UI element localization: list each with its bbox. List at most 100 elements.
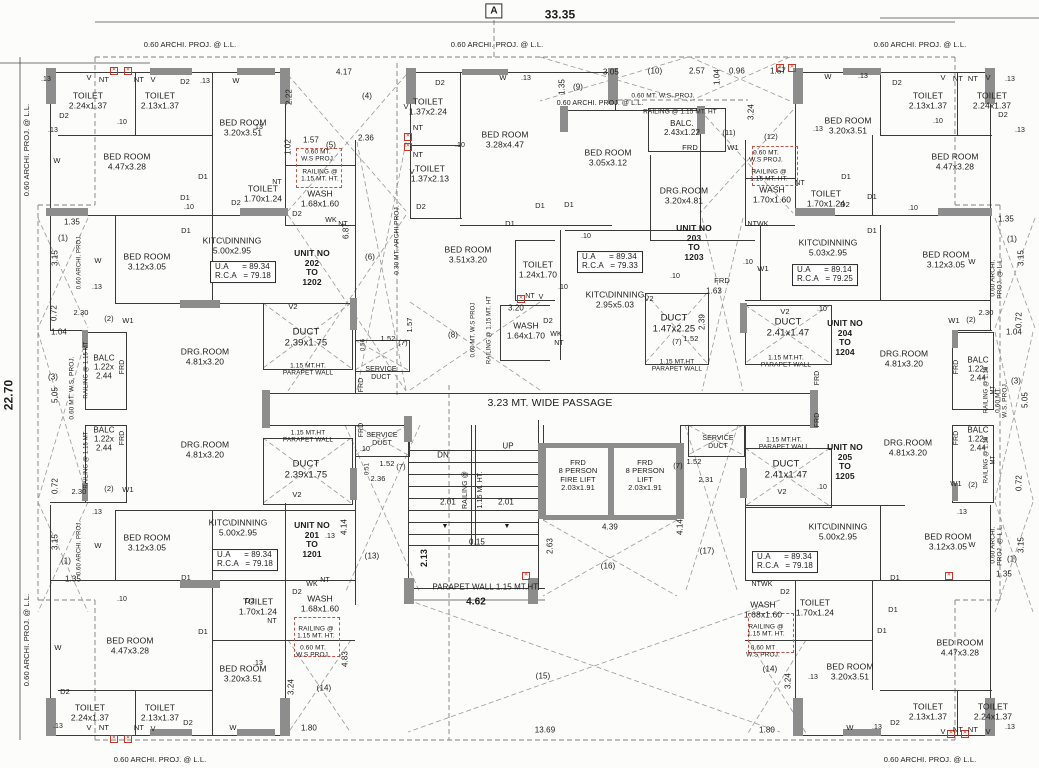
plan-label: .10	[116, 119, 128, 127]
plan-label: 1.63	[706, 286, 722, 296]
plan-label: D2	[892, 77, 902, 87]
wall-segment	[990, 505, 992, 735]
plan-label: TOILET 1.24x1.70	[518, 259, 558, 279]
plan-label: SERVICE DUCT	[702, 435, 734, 450]
plan-label: W	[94, 540, 102, 550]
wall-segment	[650, 240, 755, 242]
plan-label: 1.04	[1006, 327, 1022, 337]
wall-segment	[880, 225, 882, 300]
plan-label: BED ROOM 3.28x4.47	[481, 129, 529, 149]
plan-label: 2.13	[418, 549, 429, 567]
wall-column	[350, 468, 357, 500]
wall-segment	[515, 240, 517, 300]
plan-label: 0.60 ARCHI. PROJ.	[76, 520, 83, 576]
plan-label: V	[403, 101, 409, 111]
plan-label: 3.15	[50, 534, 60, 550]
wall-segment	[955, 330, 992, 332]
wall-segment	[990, 215, 992, 330]
plan-label: 1.35	[557, 79, 567, 95]
wall-segment	[212, 510, 214, 580]
area-205: U.A = 89.34 R.C.A = 79.18	[752, 551, 818, 573]
wall-segment	[50, 505, 52, 735]
plan-label: SERVICE DUCT	[366, 432, 398, 447]
plan-label: FRD	[953, 430, 961, 446]
plan-label: D2	[180, 76, 190, 86]
projection-dashed-line	[287, 639, 352, 734]
projection-dashed-line	[689, 56, 791, 102]
plan-label: TOILET 1.70x1.24	[795, 597, 835, 617]
wall-segment	[408, 522, 538, 524]
plan-label: NT	[412, 122, 424, 132]
plan-label: TOILET 1.70x1.24	[243, 183, 283, 203]
plan-label: 2.63	[545, 538, 555, 554]
plan-label: 0.60 ARCHI. PROJ. @ L.L.	[450, 39, 544, 49]
plan-label: RAILING @	[462, 471, 470, 509]
wall-segment	[475, 425, 477, 545]
plan-label: TOILET 1.37x2.24	[408, 96, 448, 116]
plan-label: .10	[454, 142, 466, 150]
projection-dashed-line	[356, 141, 407, 391]
plan-label: NT	[272, 179, 282, 187]
plan-label: W	[229, 722, 237, 732]
plan-label: (1)	[57, 233, 69, 243]
plan-label: ▼	[503, 523, 511, 531]
wall-segment	[410, 218, 462, 220]
plan-label: .13	[47, 127, 59, 135]
plan-label: W	[499, 72, 507, 82]
plan-label: D1	[841, 171, 851, 181]
plan-label: 3.15	[1016, 250, 1026, 266]
plan-label: 0.15	[469, 537, 485, 547]
plan-label: 2.57	[689, 66, 705, 76]
plan-label: D2	[998, 109, 1008, 119]
plan-label: W	[846, 722, 854, 732]
duct-outline	[85, 425, 127, 503]
ws-projection-outline	[752, 146, 798, 186]
plan-label: FRD	[358, 422, 366, 438]
projection-dashed-line	[687, 424, 744, 456]
unit-204: UNIT NO 204 TO 1204	[827, 317, 863, 357]
projection-dashed-line	[37, 331, 89, 501]
duct-outline	[648, 108, 726, 152]
wall-segment	[565, 110, 700, 112]
plan-label: D2	[231, 197, 241, 207]
wall-segment	[408, 588, 545, 590]
plan-label: W	[54, 642, 62, 652]
plan-label: 3.24	[783, 673, 793, 689]
wall-column	[406, 68, 416, 104]
plan-label: W1	[948, 315, 960, 325]
projection-dashed-line	[699, 109, 794, 214]
wall-segment	[795, 640, 872, 642]
door-fixture-mark: ✕	[961, 730, 969, 738]
plan-label: RAILING @ 1.15 MT. HT.	[747, 623, 785, 638]
wall-column	[560, 106, 568, 132]
plan-label: BALC 1.22x 2.44	[967, 425, 989, 453]
plan-label: TOILET 2.24x1.37	[70, 702, 110, 722]
plan-label: 4.62	[466, 596, 486, 608]
door-fixture-mark: ✕	[124, 735, 132, 743]
duct-outline	[263, 303, 353, 370]
plan-label: (7)	[398, 337, 408, 347]
door-fixture-mark: ✕	[110, 67, 118, 75]
wall-column	[952, 483, 958, 501]
plan-label: TOILET 2.24x1.37	[972, 90, 1012, 110]
wall-segment	[700, 110, 702, 230]
projection-dashed-line	[354, 339, 409, 371]
plan-label: RAILING @ 1.15 MT. HT.	[750, 168, 788, 183]
door-fixture-mark: ✕	[776, 64, 784, 72]
wall-segment	[50, 502, 85, 504]
wall-segment	[460, 72, 462, 218]
wall-segment	[408, 545, 538, 547]
plan-label: 3.24	[746, 104, 756, 120]
projection-dashed-line	[354, 424, 409, 456]
plan-label: (14)	[762, 664, 778, 674]
projection-dashed-line	[37, 217, 89, 329]
plan-label: RAILING @ 1.15 MT. HT	[643, 108, 717, 116]
plan-label: TOILET 2.24x1.37	[68, 90, 108, 110]
plan-label: (7)	[396, 461, 406, 471]
plan-label: BED ROOM 3.20x3.51	[219, 663, 267, 683]
unit-201: UNIT NO 201 TO 1201	[294, 519, 330, 559]
wall-segment	[408, 510, 538, 512]
duct-outline	[645, 293, 709, 365]
plan-label: D1	[535, 200, 545, 210]
wall-column	[608, 445, 614, 517]
